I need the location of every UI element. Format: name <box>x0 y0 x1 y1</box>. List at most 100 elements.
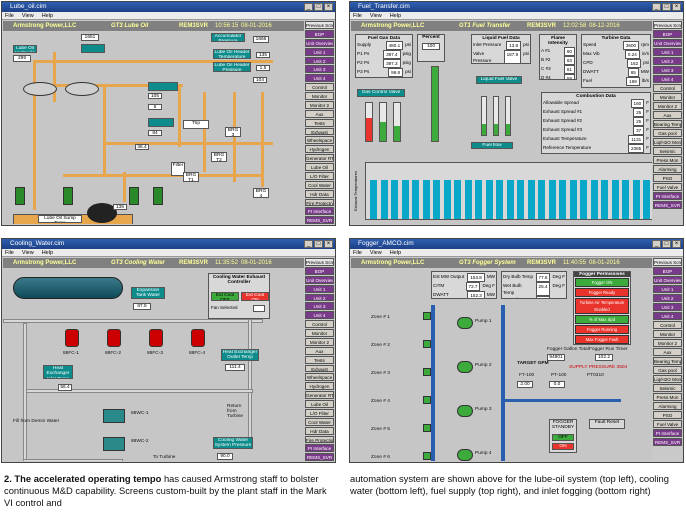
sidebar-item[interactable]: Cool Water <box>305 180 334 189</box>
pump-icon[interactable] <box>457 317 473 329</box>
minimize-icon[interactable]: _ <box>652 3 661 11</box>
menu-file[interactable]: File <box>5 250 14 256</box>
sidebar-item[interactable]: Unit 3 <box>305 65 334 74</box>
close-icon[interactable]: × <box>672 3 681 11</box>
sidebar-item[interactable]: Unit 3 <box>653 66 682 74</box>
sidebar-item[interactable]: Wheelspace <box>305 136 334 145</box>
sidebar-item[interactable]: BOP <box>305 266 334 275</box>
sidebar-item[interactable]: REMS_SVR <box>653 438 682 446</box>
sidebar-item[interactable]: REMS_SVR <box>305 453 334 462</box>
sidebar-item[interactable]: Seismic <box>653 147 682 155</box>
sidebar-item[interactable]: Lube Oil <box>305 163 334 171</box>
sidebar-item[interactable]: L/O Filter <box>305 408 334 417</box>
sidebar-item[interactable]: Monitor <box>305 92 334 100</box>
pump-icon[interactable] <box>15 187 25 205</box>
sidebar-item[interactable]: Unit 2 <box>653 294 682 302</box>
sidebar-item[interactable]: Hydrogen <box>305 145 334 154</box>
menu-help[interactable]: Help <box>389 13 402 19</box>
sidebar-item[interactable]: Exhaust <box>305 364 334 373</box>
maximize-icon[interactable]: □ <box>662 3 671 11</box>
pump-icon[interactable] <box>457 361 473 373</box>
sidebar-item[interactable]: Unit Overview <box>305 38 334 47</box>
sidebar-item[interactable]: PI Interface <box>305 444 334 453</box>
sidebar-item[interactable]: Monitor <box>305 329 334 337</box>
maximize-icon[interactable]: □ <box>314 240 323 248</box>
sidebar-item[interactable]: Exhaust <box>305 127 334 136</box>
sidebar-item[interactable]: Unit 2 <box>305 56 334 65</box>
sidebar-item[interactable]: Unit Overview <box>653 276 682 284</box>
sidebar-item[interactable]: Hydrogen <box>305 382 334 391</box>
sidebar-item[interactable]: Unit 1 <box>653 285 682 293</box>
pump-icon[interactable] <box>457 405 473 417</box>
ext-cool-off-button[interactable]: Ext Cool OFF <box>211 292 239 301</box>
ext-cool-on-button[interactable]: Ext Cool ON <box>241 292 269 301</box>
valve-icon[interactable] <box>423 368 431 376</box>
sidebar-item[interactable]: Liq/H2O Mon <box>653 375 682 383</box>
sidebar-item[interactable]: L/O Filter <box>305 171 334 180</box>
sidebar-item[interactable]: Alarming <box>653 165 682 173</box>
maximize-icon[interactable]: □ <box>314 3 323 11</box>
sidebar-item[interactable]: Aux <box>305 109 334 118</box>
pump-icon[interactable] <box>103 409 125 423</box>
sidebar-item[interactable]: BOP <box>653 267 682 275</box>
sidebar-item[interactable]: Unit 3 <box>305 302 334 311</box>
sidebar-item[interactable]: Fire Protection <box>305 435 334 444</box>
sidebar-item[interactable]: Monitor <box>653 330 682 338</box>
menu-view[interactable]: View <box>21 250 34 256</box>
sidebar-item[interactable]: Press Mon <box>653 156 682 164</box>
fault-reset-button[interactable]: Fault Reset <box>589 419 625 429</box>
sidebar-item[interactable]: Unit 2 <box>653 57 682 65</box>
valve-icon[interactable] <box>423 424 431 432</box>
menu-help[interactable]: Help <box>41 250 54 256</box>
sidebar-item[interactable]: Previous Screen <box>305 21 334 29</box>
sidebar-item[interactable]: Unit Overview <box>653 39 682 47</box>
menu-help[interactable]: Help <box>41 13 54 19</box>
menu-view[interactable]: View <box>21 13 34 19</box>
sidebar-item[interactable]: Monitor 2 <box>653 339 682 347</box>
sidebar-item[interactable]: Monitor 2 <box>305 100 334 109</box>
fan-icon[interactable] <box>107 329 121 347</box>
sidebar-item[interactable]: Hdr Data <box>305 189 334 198</box>
close-icon[interactable]: × <box>324 3 333 11</box>
sidebar-item[interactable]: Fuel Valve <box>653 183 682 191</box>
sidebar-item[interactable]: Unit 4 <box>653 312 682 320</box>
sidebar-item[interactable]: Bearing Temps <box>653 120 682 128</box>
sidebar-item[interactable]: Tests <box>305 118 334 127</box>
sidebar-item[interactable]: Aux <box>305 346 334 355</box>
sidebar-item[interactable]: Control <box>653 84 682 92</box>
sidebar-item[interactable]: Liq/H2O Mon <box>653 138 682 146</box>
sidebar-item[interactable]: Gas pool <box>653 129 682 137</box>
minimize-icon[interactable]: _ <box>304 3 313 11</box>
sidebar-item[interactable]: Unit Overview <box>305 275 334 284</box>
menu-view[interactable]: View <box>369 13 382 19</box>
fan-icon[interactable] <box>149 329 163 347</box>
sidebar-item[interactable]: Unit 4 <box>653 75 682 83</box>
fogger-on-button[interactable]: ON <box>552 443 574 450</box>
maximize-icon[interactable]: □ <box>662 240 671 248</box>
sidebar-item[interactable]: Control <box>305 83 334 91</box>
sidebar-item[interactable]: Generator RTD <box>305 391 334 399</box>
sidebar-item[interactable]: PI Interface <box>653 192 682 200</box>
menu-help[interactable]: Help <box>389 250 402 256</box>
sidebar-item[interactable]: Previous Screen <box>653 258 682 266</box>
sidebar-item[interactable]: Monitor <box>653 93 682 101</box>
sidebar-item[interactable]: Previous Screen <box>653 21 682 29</box>
sidebar-item[interactable]: Tests <box>305 355 334 364</box>
menu-file[interactable]: File <box>5 13 14 19</box>
sidebar-item[interactable]: PSO <box>653 411 682 419</box>
valve-icon[interactable] <box>423 452 431 460</box>
sidebar-item[interactable]: REMS_SVR <box>305 216 334 225</box>
sidebar-item[interactable]: Hdr Data <box>305 426 334 435</box>
valve-icon[interactable] <box>423 312 431 320</box>
sidebar-item[interactable]: Fuel Valve <box>653 420 682 428</box>
sidebar-item[interactable]: Alarming <box>653 402 682 410</box>
menu-file[interactable]: File <box>353 13 362 19</box>
sidebar-item[interactable]: Bearing Temps <box>653 357 682 365</box>
fan-icon[interactable] <box>191 329 205 347</box>
sidebar-item[interactable]: REMS_SVR <box>653 201 682 209</box>
valve-icon[interactable] <box>423 340 431 348</box>
sidebar-item[interactable]: Gas pool <box>653 366 682 374</box>
fan-icon[interactable] <box>65 329 79 347</box>
sidebar-item[interactable]: BOP <box>653 30 682 38</box>
sidebar-item[interactable]: Aux <box>653 111 682 119</box>
